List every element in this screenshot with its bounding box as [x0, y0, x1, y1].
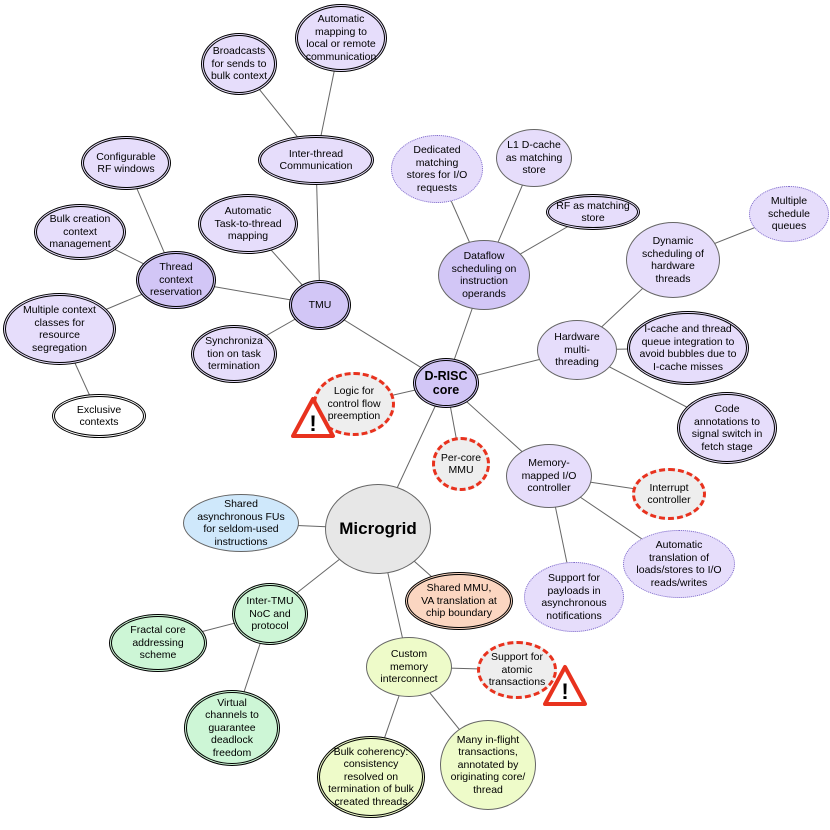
node-inter-tmu: Inter-TMU NoC and protocol	[232, 583, 308, 645]
node-multi-ctx: Multiple context classes for resource se…	[3, 293, 116, 365]
node-rf-match: RF as matching store	[546, 194, 640, 230]
node-broadcasts: Broadcasts for sends to bulk context	[201, 33, 277, 95]
node-custom-mem: Custom memory interconnect	[366, 637, 452, 697]
node-bulk-coh: Bulk coherency: consistency resolved on …	[317, 736, 425, 818]
svg-text:!: !	[309, 411, 316, 436]
node-dedicated: Dedicated matching stores for I/O reques…	[391, 135, 483, 203]
node-inflight: Many in-flight transactions, annotated b…	[440, 720, 536, 810]
node-virtual: Virtual channels to guarantee deadlock f…	[184, 690, 280, 766]
node-atomic: Support for atomic transactions	[477, 641, 557, 699]
node-inter-thread: Inter-thread Communication	[258, 135, 374, 185]
node-auto-task: Automatic Task-to-thread mapping	[198, 194, 298, 254]
warning-icon-atomic: !	[543, 665, 587, 706]
node-auto-mapping: Automatic mapping to local or remote com…	[295, 4, 387, 72]
node-config-rf: Configurable RF windows	[81, 136, 171, 190]
node-mmio: Memory- mapped I/O controller	[506, 444, 592, 508]
node-code-ann: Code annotations to signal switch in fet…	[677, 392, 777, 464]
node-microgrid: Microgrid	[325, 484, 431, 574]
node-shared-mmu: Shared MMU, VA translation at chip bound…	[405, 572, 513, 630]
node-auto-trans: Automatic translation of loads/stores to…	[623, 530, 735, 598]
node-interrupt: Interrupt controller	[632, 468, 706, 520]
node-thread-ctx: Thread context reservation	[136, 251, 216, 309]
node-multi-sched: Multiple schedule queues	[749, 186, 829, 242]
node-dataflow: Dataflow scheduling on instruction opera…	[438, 240, 530, 310]
svg-text:!: !	[561, 679, 568, 704]
node-sync: Synchroniza tion on task termination	[191, 325, 277, 383]
node-fractal: Fractal core addressing scheme	[109, 614, 207, 672]
node-l1: L1 D-cache as matching store	[496, 129, 572, 187]
node-per-core-mmu: Per-core MMU	[432, 437, 490, 491]
node-bulk-creation: Bulk creation context management	[34, 204, 126, 260]
node-dyn-sched: Dynamic scheduling of hardware threads	[626, 222, 720, 298]
node-drisc: D-RISC core	[413, 358, 479, 408]
node-tmu: TMU	[289, 280, 351, 330]
node-shared-fu: Shared asynchronous FUs for seldom-used …	[183, 494, 299, 552]
node-hw-mt: Hardware multi- threading	[537, 320, 617, 380]
node-icache: I-cache and thread queue integration to …	[627, 311, 749, 385]
warning-icon-logic: !	[291, 397, 335, 438]
node-exclusive: Exclusive contexts	[52, 394, 146, 438]
node-support-payloads: Support for payloads in asynchronous not…	[524, 562, 624, 632]
